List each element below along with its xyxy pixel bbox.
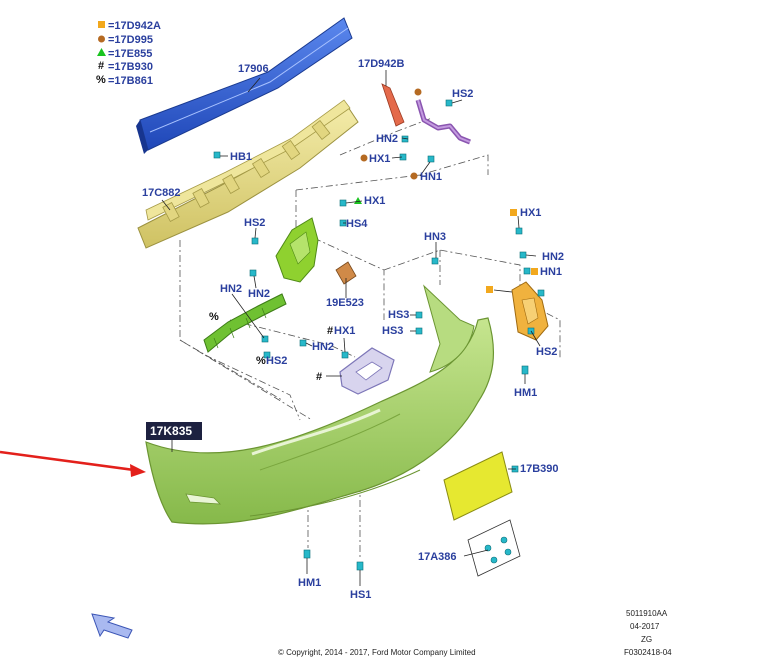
- hash-mark-bracket: #: [316, 371, 322, 383]
- legend-circle-icon: [98, 35, 105, 43]
- part-label-17906[interactable]: 17906: [238, 63, 269, 75]
- side-bracket-orange[interactable]: [511, 281, 549, 341]
- legend-code-17D995: =17D995: [108, 34, 153, 46]
- part-label-hb1[interactable]: HB1: [230, 151, 252, 163]
- figure-id: F0302418-04: [624, 648, 672, 657]
- rail-bracket-green[interactable]: [203, 293, 287, 353]
- part-label-hn2-low[interactable]: HN2: [312, 341, 334, 353]
- legend: # % =17D942A =17D995 =17E855 =17B930 =17…: [96, 20, 161, 87]
- percent-mark-bracket: %: [209, 311, 219, 323]
- legend-code-17D942A: =17D942A: [108, 20, 161, 32]
- legend-code-17E855: =17E855: [108, 48, 152, 60]
- label-box-17K835[interactable]: 17K835: [146, 422, 202, 440]
- footer: © Copyright, 2014 - 2017, Ford Motor Com…: [278, 609, 672, 657]
- legend-percent-icon: %: [96, 74, 106, 86]
- part-label-hn2-top[interactable]: HN2: [376, 133, 398, 145]
- percent-mark-hs2: %: [256, 355, 266, 367]
- doc-date: 04-2017: [630, 622, 660, 631]
- part-label-hn1-top[interactable]: HN1: [420, 171, 442, 183]
- legend-hash-icon: #: [98, 60, 104, 72]
- part-label-hx1-top[interactable]: HX1: [369, 153, 390, 165]
- part-label-hs4[interactable]: HS4: [346, 218, 368, 230]
- part-label-17D942B[interactable]: 17D942B: [358, 58, 405, 70]
- part-label-hx1-hash[interactable]: HX1: [334, 325, 355, 337]
- fastener-markers: [213, 99, 545, 571]
- part-label-hn2-b1[interactable]: HN2: [248, 288, 270, 300]
- part-label-hs2-top[interactable]: HS2: [452, 88, 473, 100]
- reinforcement-beam-17906[interactable]: [136, 17, 353, 154]
- part-label-hs2-pct[interactable]: HS2: [266, 355, 287, 367]
- part-label-17A386[interactable]: 17A386: [418, 551, 457, 563]
- part-label-hn2-left[interactable]: HN2: [220, 283, 242, 295]
- part-label-hs2-mid[interactable]: HS2: [244, 217, 265, 229]
- leader-lines: [161, 70, 541, 586]
- callout-markers: [354, 88, 538, 293]
- legend-code-17B930: =17B930: [108, 61, 153, 73]
- part-label-hm1-right[interactable]: HM1: [514, 387, 537, 399]
- legend-square-icon: [98, 21, 105, 28]
- part-labels: 17906 HB1 17C882 17D942B HS2 HN2 HX1 HN1…: [142, 58, 564, 601]
- part-label-hn2-right[interactable]: HN2: [542, 251, 564, 263]
- center-bracket-purple[interactable]: [339, 347, 395, 395]
- part-label-hs3-b[interactable]: HS3: [382, 325, 403, 337]
- doc-code: ZG: [641, 635, 652, 644]
- part-label-hn1-right[interactable]: HN1: [540, 266, 562, 278]
- doc-id: 5011910AA: [626, 609, 668, 618]
- part-label-hs2-right[interactable]: HS2: [536, 346, 557, 358]
- view-direction-arrow-icon: [91, 613, 133, 639]
- bracket-17D942B[interactable]: [381, 83, 405, 127]
- legend-triangle-icon: [97, 48, 106, 56]
- copyright-text: © Copyright, 2014 - 2017, Ford Motor Com…: [278, 648, 476, 657]
- part-label-hs1[interactable]: HS1: [350, 589, 371, 601]
- clip-19E523[interactable]: [335, 261, 357, 285]
- part-label-hm1-bottom[interactable]: HM1: [298, 577, 321, 589]
- energy-absorber-17C882[interactable]: [137, 99, 359, 249]
- side-bracket-purple[interactable]: [415, 99, 471, 145]
- part-label-17C882[interactable]: 17C882: [142, 187, 181, 199]
- part-label-hs3-a[interactable]: HS3: [388, 309, 409, 321]
- hash-mark-hx1: #: [327, 325, 333, 337]
- bumper-cover-17K835[interactable]: [145, 284, 495, 525]
- fastener-kit-17A386[interactable]: [467, 519, 521, 577]
- legend-code-17B861: =17B861: [108, 75, 153, 87]
- pointer-arrow: [0, 450, 146, 477]
- part-label-17B390[interactable]: 17B390: [520, 463, 559, 475]
- center-bracket-green[interactable]: [275, 217, 319, 283]
- part-label-hx1-right[interactable]: HX1: [520, 207, 541, 219]
- part-label-hx1-mid[interactable]: HX1: [364, 195, 385, 207]
- part-label-19E523[interactable]: 19E523: [326, 297, 364, 309]
- license-plate-bracket-17B390[interactable]: [443, 451, 513, 521]
- part-label-17K835: 17K835: [150, 424, 192, 438]
- part-label-hn3[interactable]: HN3: [424, 231, 446, 243]
